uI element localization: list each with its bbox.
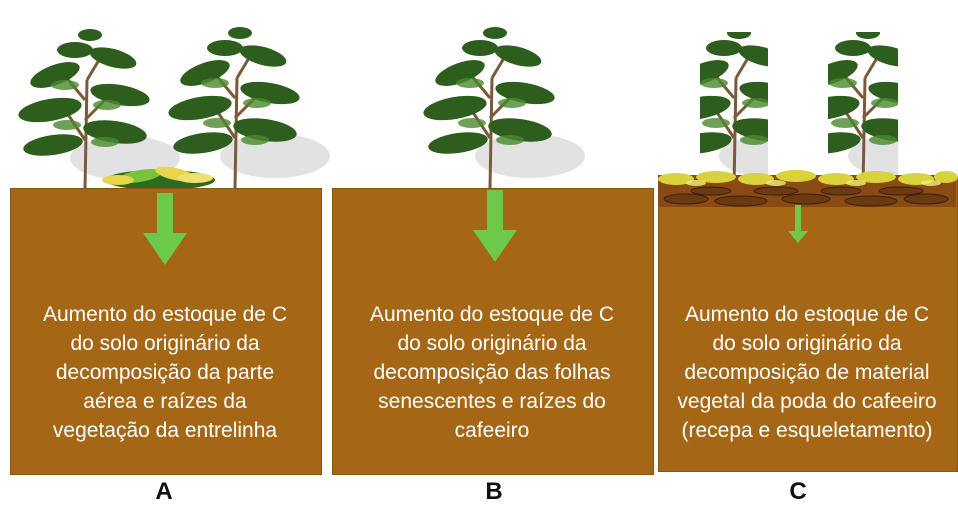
panel-letter: A	[155, 478, 173, 505]
coffee-tree-icon	[420, 25, 587, 190]
panel-text: Aumento do estoque de C do solo originár…	[677, 303, 937, 442]
pruning-mulch-icon	[658, 170, 958, 243]
soil-block	[658, 178, 958, 472]
panel-letter: B	[485, 478, 503, 505]
panel-text: Aumento do estoque de C do solo originár…	[42, 303, 287, 442]
panel-a: Aumento do estoque de C do solo originár…	[0, 0, 330, 508]
panel-b: Aumento do estoque de C do solo originár…	[330, 0, 656, 508]
weed-litter-icon	[102, 166, 215, 190]
panel-letter: C	[789, 478, 807, 505]
coffee-tree-icon	[15, 25, 330, 192]
down-arrow-icon	[788, 205, 808, 243]
panel-c: Aumento do estoque de C do solo originár…	[656, 0, 958, 508]
panel-text: Aumento do estoque de C do solo originár…	[369, 303, 614, 442]
